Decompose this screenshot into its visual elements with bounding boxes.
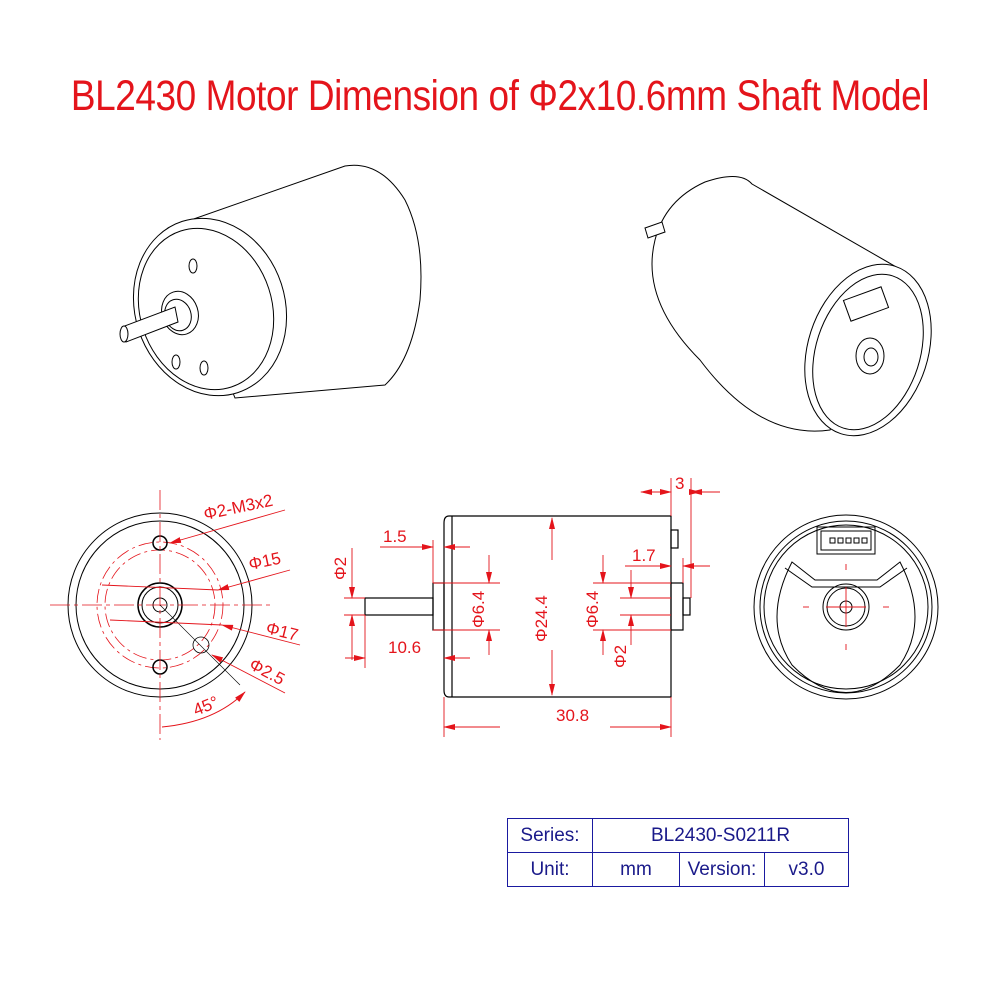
version-label: Version: (679, 852, 765, 887)
page-title: BL2430 Motor Dimension of Φ2x10.6mm Shaf… (70, 72, 930, 120)
dim-body-dia: Φ24.4 (532, 595, 551, 642)
iso-front-view (119, 164, 422, 399)
dim-angle: 45° (190, 692, 221, 719)
dim-mount-holes: Φ2-M3x2 (202, 491, 275, 524)
front-view: Φ2-M3x2 Φ15 Φ17 Φ2.5 45° (50, 490, 300, 740)
dim-shaft-length: 10.6 (388, 638, 421, 657)
dim-boss-dia-front: Φ6.4 (469, 591, 488, 628)
series-value: BL2430-S0211R (592, 818, 849, 853)
dim-body-length: 30.8 (556, 706, 589, 725)
rear-view (753, 514, 939, 700)
unit-value: mm (592, 852, 680, 887)
iso-rear-view (644, 176, 932, 437)
unit-label: Unit: (507, 852, 593, 887)
spec-table: Series: BL2430-S0211R Unit: mm Version: … (507, 818, 849, 887)
dim-boss-length: 1.5 (383, 527, 407, 546)
dim-top-offset: 3 (675, 474, 684, 493)
dim-rear-shaft-dia: Φ2 (611, 645, 630, 668)
version-value: v3.0 (764, 852, 849, 887)
dim-pcd-inner: Φ15 (247, 549, 283, 574)
dim-rear-protrusion: 1.7 (632, 546, 656, 565)
series-label: Series: (507, 818, 593, 853)
dim-pcd-outer: Φ17 (264, 618, 300, 644)
dim-rear-boss-dia: Φ6.4 (583, 591, 602, 628)
dim-shaft-dia: Φ2 (331, 557, 350, 580)
side-view: 3 1.5 Φ2 Φ6.4 Φ24.4 Φ6.4 Φ2 1.7 10.6 30.… (331, 474, 720, 737)
